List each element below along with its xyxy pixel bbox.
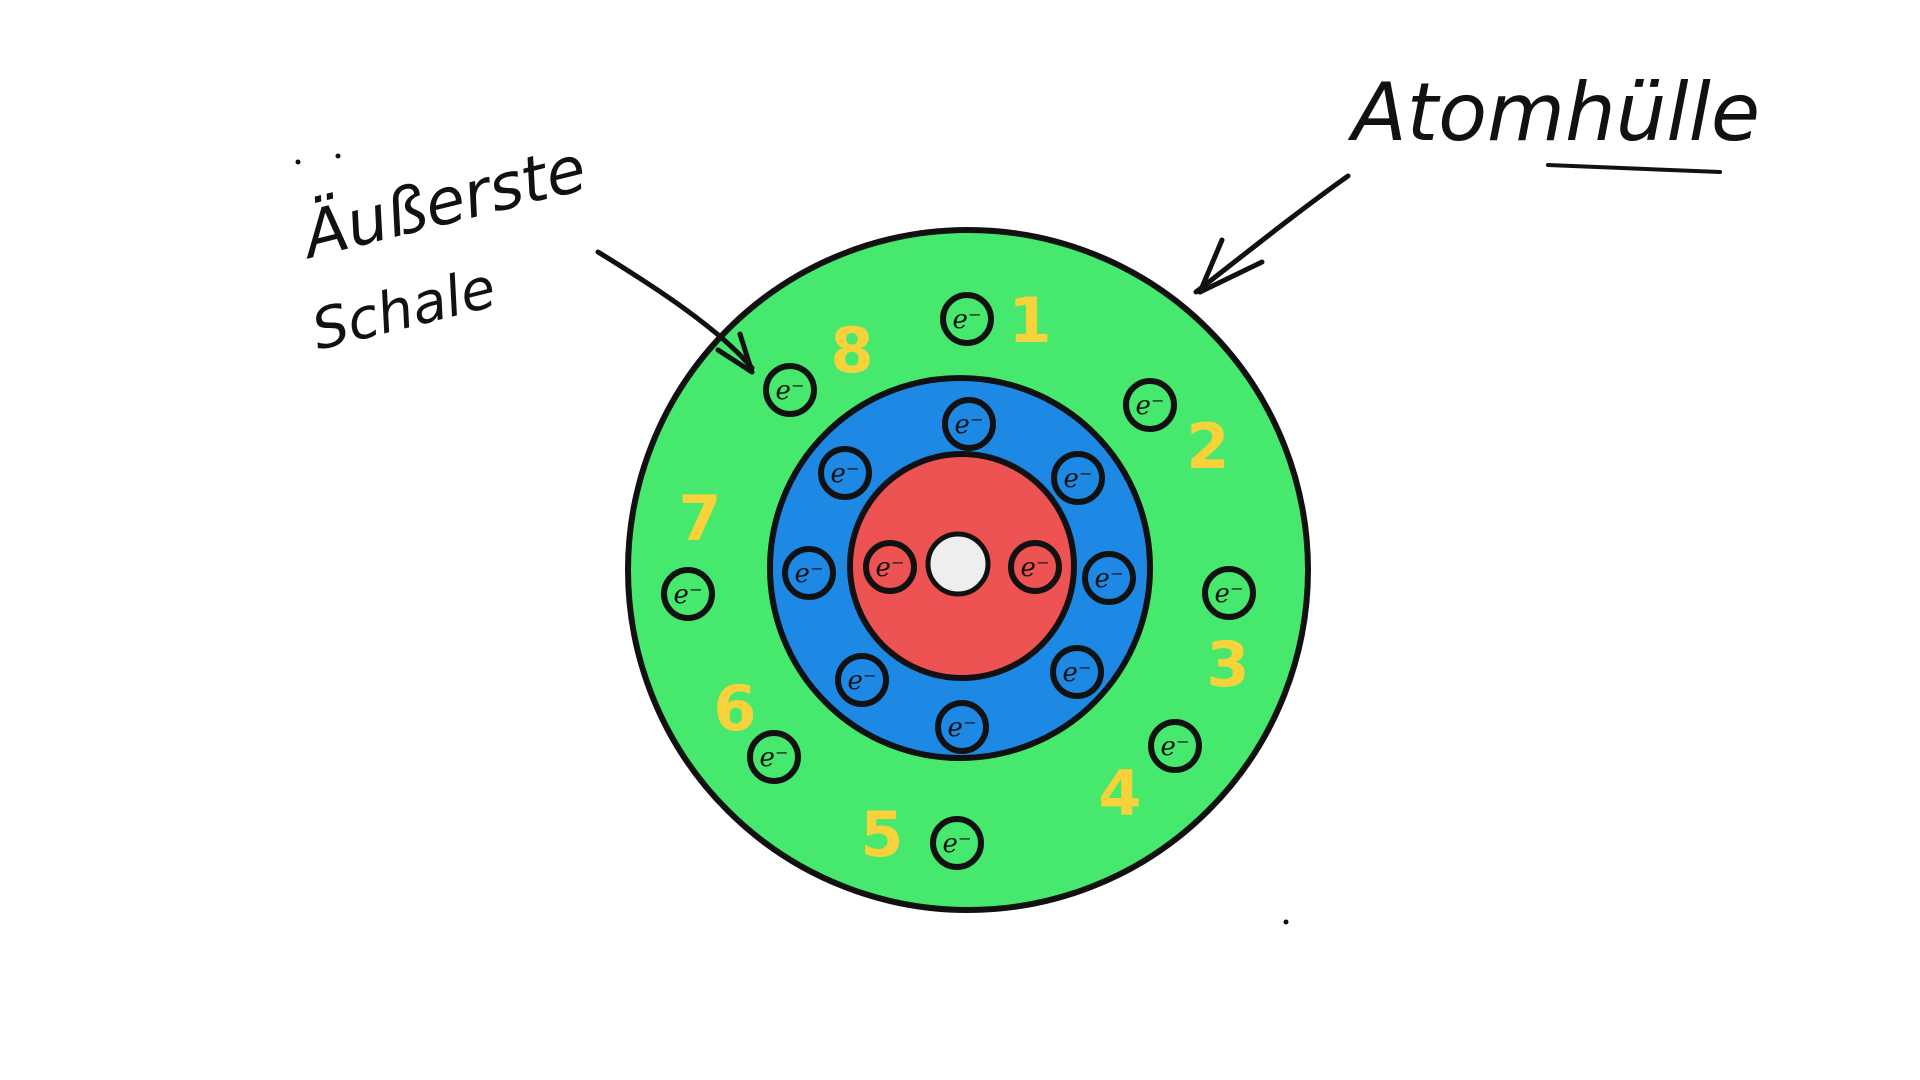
- electron-symbol: e⁻: [1135, 391, 1164, 421]
- stray-dot-1: [295, 159, 301, 165]
- electron-number-5: 5: [860, 798, 903, 871]
- electron-number-4: 4: [1098, 757, 1141, 830]
- electron-symbol: e⁻: [673, 580, 702, 610]
- electron-symbol: e⁻: [775, 376, 804, 406]
- outer-shell-numbers: 1 2 34 5 6 7 8: [678, 284, 1249, 871]
- shell-2-electron: e⁻: [835, 653, 889, 707]
- electron-number-3: 3: [1206, 628, 1249, 701]
- shell-2-electron: e⁻: [1050, 645, 1104, 699]
- stray-dot-2: [335, 153, 341, 159]
- nucleus: [925, 531, 991, 597]
- electron-symbol: e⁻: [1062, 658, 1091, 688]
- outer-shell-label-line1: Äußerste: [292, 131, 594, 274]
- electron-number-8: 8: [830, 314, 873, 387]
- electron-symbol: e⁻: [794, 559, 823, 589]
- atom-shell-arrow: [1193, 173, 1351, 295]
- shell-3-electron: e⁻: [747, 730, 801, 784]
- electrons-group: e⁻ e⁻ e⁻ e⁻ e⁻ e⁻ e⁻ e⁻ e⁻ e⁻ e⁻ e⁻ e⁻ e⁻ e⁻ e⁻ e⁻ e⁻: [661, 292, 1256, 870]
- shell-2-electron: e⁻: [935, 700, 989, 754]
- electron-number-7: 7: [678, 482, 721, 555]
- shell-1-electron: e⁻: [1008, 540, 1062, 594]
- shell-3-electron: e⁻: [661, 567, 715, 621]
- stray-dot-3: [1283, 919, 1289, 925]
- electron-symbol: e⁻: [1214, 579, 1243, 609]
- electron-symbol: e⁻: [847, 666, 876, 696]
- shell-3-electron: e⁻: [763, 363, 817, 417]
- shell-2-electron: e⁻: [1082, 551, 1136, 605]
- electron-symbol: e⁻: [954, 410, 983, 440]
- shell-2-electron: e⁻: [1051, 451, 1105, 505]
- atom-shell-label: Atomhülle: [1347, 66, 1760, 159]
- shell-3-electron: e⁻: [940, 292, 994, 346]
- shell-1-electron: e⁻: [863, 540, 917, 594]
- outer-shell-arrow: [595, 249, 755, 375]
- electron-symbol: e⁻: [947, 713, 976, 743]
- shell-3-electron: e⁻: [1148, 719, 1202, 773]
- electron-symbol: e⁻: [830, 459, 859, 489]
- shell-2-electron: e⁻: [942, 397, 996, 451]
- shell-3-electron: e⁻: [1202, 566, 1256, 620]
- shell-2-electron: e⁻: [818, 446, 872, 500]
- electron-symbol: e⁻: [942, 829, 971, 859]
- atom-shell-underline: [1546, 163, 1722, 174]
- shell-3-electron: e⁻: [930, 816, 984, 870]
- shell-2-electron: e⁻: [782, 546, 836, 600]
- electron-symbol: e⁻: [1094, 564, 1123, 594]
- electron-symbol: e⁻: [1020, 553, 1049, 583]
- electron-number-1: 1: [1008, 284, 1051, 357]
- shell-3-electron: e⁻: [1123, 378, 1177, 432]
- electron-symbol: e⁻: [1063, 464, 1092, 494]
- electron-symbol: e⁻: [759, 743, 788, 773]
- electron-symbol: e⁻: [875, 553, 904, 583]
- outer-shell-label-line2: Schale: [306, 255, 502, 363]
- electron-symbol: e⁻: [1160, 732, 1189, 762]
- electron-number-2: 2: [1186, 410, 1229, 483]
- electron-number-6: 6: [713, 672, 756, 745]
- electron-symbol: e⁻: [952, 305, 981, 335]
